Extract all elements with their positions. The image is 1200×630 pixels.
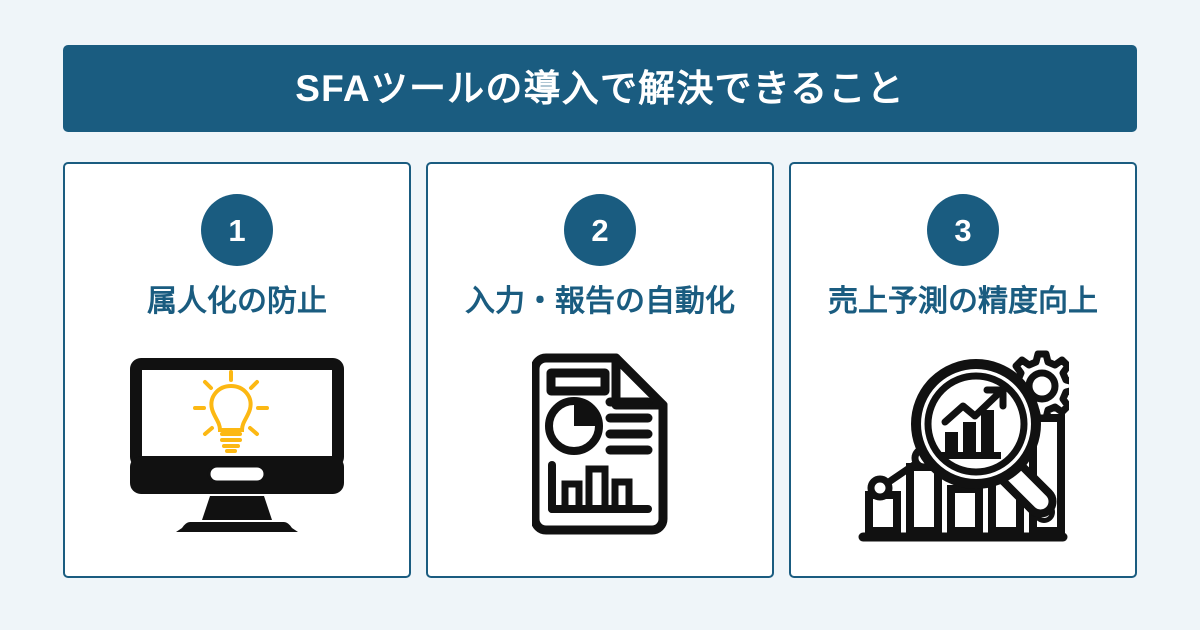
card-icon-wrap-1 (65, 317, 409, 576)
card-number-badge-3: 3 (927, 194, 999, 266)
card-1[interactable]: 1 属人化の防止 (63, 162, 411, 578)
card-title-2: 入力・報告の自動化 (465, 285, 735, 318)
desktop-monitor-lightbulb-icon (130, 357, 344, 532)
report-document-chart-icon (532, 353, 668, 534)
card-number-badge-2: 2 (564, 194, 636, 266)
magnifier-gear-bar-chart-icon (858, 350, 1069, 541)
card-title-3: 売上予測の精度向上 (828, 285, 1098, 318)
card-icon-wrap-3 (791, 317, 1135, 576)
header-banner: SFAツールの導入で解決できること (63, 45, 1137, 132)
card-number-badge-1: 1 (201, 194, 273, 266)
card-3[interactable]: 3 売上予測の精度向上 (789, 162, 1137, 578)
cards-row: 1 属人化の防止 (63, 162, 1137, 578)
page-title: SFAツールの導入で解決できること (295, 68, 905, 109)
card-icon-wrap-2 (428, 317, 772, 576)
card-2[interactable]: 2 入力・報告の自動化 (426, 162, 774, 578)
card-title-1: 属人化の防止 (147, 285, 327, 318)
